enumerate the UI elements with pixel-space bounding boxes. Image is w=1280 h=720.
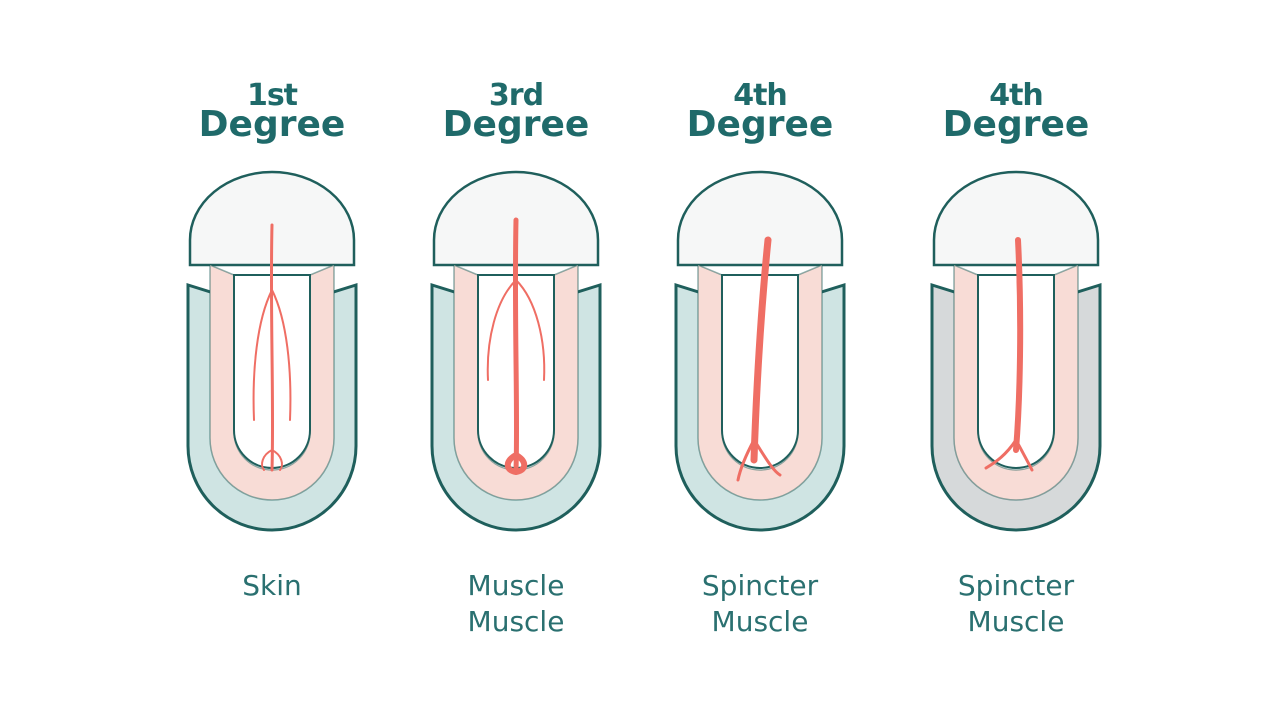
pink-tissue-layer xyxy=(953,263,1079,501)
tissue-label-line2: Muscle xyxy=(967,605,1065,638)
tissue-label-line2: Muscle xyxy=(711,605,809,638)
degree-heading: Degree xyxy=(942,104,1090,145)
tissue-label-line1: Spincter xyxy=(957,569,1075,602)
tear-diagram-2 xyxy=(430,170,602,532)
degree-panel-3: 4th Degree Spincter Muscle xyxy=(650,0,870,720)
tear-line xyxy=(750,236,772,464)
tear-line xyxy=(515,279,546,381)
tear-line xyxy=(271,289,292,421)
pink-tissue-layer xyxy=(697,263,823,501)
tear-diagram-1 xyxy=(186,170,358,532)
tear-line xyxy=(261,449,273,471)
tear-line xyxy=(984,438,1018,470)
white-cap-layer xyxy=(188,170,356,267)
tissue-label-line1: Skin xyxy=(242,569,302,602)
degree-ordinal: 4th xyxy=(733,78,788,113)
tear-line xyxy=(736,438,756,482)
tissue-label-line2: Muscle xyxy=(467,605,565,638)
tear-line xyxy=(1013,237,1024,453)
pink-tissue-layer xyxy=(453,263,579,501)
degree-heading: Degree xyxy=(442,104,590,145)
pink-tissue-layer xyxy=(209,263,335,501)
white-cap-layer xyxy=(932,170,1100,267)
degree-ordinal: 3rd xyxy=(488,78,544,113)
tear-line xyxy=(252,289,273,421)
degree-ordinal: 1st xyxy=(246,78,298,113)
tear-line xyxy=(271,449,283,471)
inner-canal xyxy=(977,274,1055,469)
tear-line xyxy=(504,452,528,476)
tissue-label-line1: Muscle xyxy=(467,569,565,602)
tear-line xyxy=(269,223,275,472)
tear-line xyxy=(1014,438,1034,472)
degree-heading: Degree xyxy=(686,104,834,145)
tear-diagram-3 xyxy=(674,170,846,532)
degree-panel-2: 3rd Degree Muscle Muscle xyxy=(406,0,626,720)
tear-diagram-4 xyxy=(930,170,1102,532)
degree-heading: Degree xyxy=(198,104,346,145)
white-cap-layer xyxy=(676,170,844,267)
tear-line xyxy=(752,438,782,477)
tear-line xyxy=(512,217,520,473)
degree-panel-4: 4th Degree Spincter Muscle xyxy=(906,0,1126,720)
degree-panel-1: 1st Degree Skin xyxy=(162,0,382,720)
tissue-label-line1: Spincter xyxy=(701,569,819,602)
tear-line xyxy=(486,279,517,381)
degree-ordinal: 4th xyxy=(989,78,1044,113)
